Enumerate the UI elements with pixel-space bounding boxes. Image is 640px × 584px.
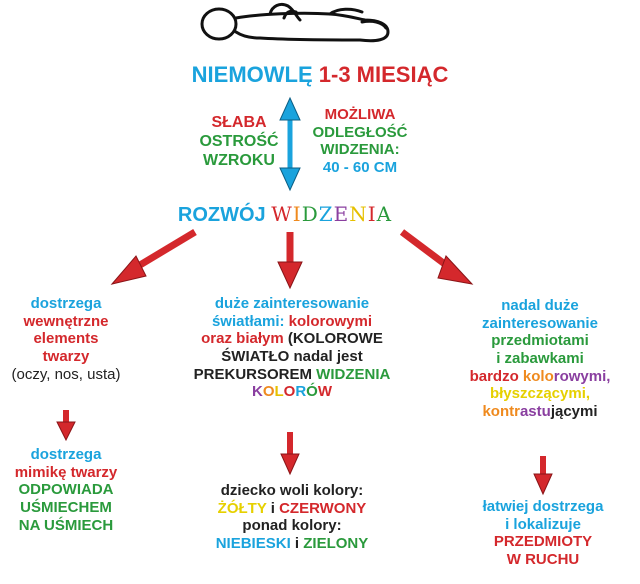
left-next-line: NA UŚMIECH (18, 516, 114, 534)
letter: O (262, 383, 275, 401)
right-next-line: i lokalizuje (505, 515, 581, 533)
letter: R (295, 383, 307, 401)
left-next-line: dostrzega (30, 446, 102, 463)
letter: D (301, 202, 319, 226)
letter: Ó (306, 383, 318, 401)
letter: I (367, 202, 377, 226)
left-branch-line: twarzy (42, 348, 90, 366)
right-line: nadal duże (501, 297, 579, 314)
arrow-down-icon (277, 232, 303, 290)
left-note-line: WZROKU (203, 151, 275, 169)
right-line: przedmiotami (491, 332, 589, 350)
left-branch: dostrzega wewnętrzne elements twarzy (oc… (0, 295, 132, 383)
middle-next-line: ponad kolory: (242, 517, 342, 535)
letter: K (251, 383, 263, 401)
middle-next-line: ŻÓŁTY i CZERWONY (176, 500, 408, 518)
left-branch-next: dostrzega mimikę twarzy ODPOWIADA UŚMIEC… (0, 446, 132, 534)
left-branch-line: elements (33, 330, 99, 348)
letter: W (317, 383, 333, 401)
kolorow-word: KOLORÓW (176, 383, 408, 401)
right-line-part: rowymi, (553, 367, 611, 385)
middle-next-part: i (270, 499, 275, 517)
middle-line: ŚWIATŁO nadal jest (221, 348, 363, 366)
left-note-line: OSTROŚĆ (199, 132, 279, 150)
right-note-line: MOŻLIWA (324, 106, 396, 123)
right-next-line: PRZEDMIOTY (493, 533, 593, 551)
middle-line-part: PREKURSOREM (193, 365, 312, 383)
middle-line-part: WIDZENIA (316, 365, 391, 383)
right-line-part: bardzo (469, 367, 519, 385)
middle-next-part: i (294, 535, 300, 553)
letter: O (283, 383, 296, 401)
letter: W (271, 202, 293, 226)
right-line: błyszczącymi, (489, 385, 591, 403)
middle-line-part: światłami: (211, 312, 289, 330)
right-line-part: jącymi (550, 403, 598, 421)
left-next-line: UŚMIECHEM (20, 499, 112, 517)
right-branch: nadal duże zainteresowanie przedmiotami … (440, 297, 640, 421)
letter: N (349, 202, 368, 226)
title-part1: NIEMOWLĘ (191, 62, 313, 87)
letter: Z (318, 202, 334, 226)
right-line: i zabawkami (496, 350, 584, 368)
left-note-line: SŁABA (211, 114, 267, 131)
right-branch-next: łatwiej dostrzega i lokalizuje PRZEDMIOT… (446, 498, 640, 569)
center-heading-part1: ROZWÓJ (177, 204, 266, 226)
right-note-line: WIDZENIA: (320, 141, 400, 159)
right-line: bardzo kolorowymi, (440, 368, 640, 386)
middle-line-part: kolorowymi (288, 312, 373, 330)
center-heading-part2: WIDZENIA (271, 202, 392, 226)
middle-line: PREKURSOREM WIDZENIA (176, 366, 408, 384)
right-note: MOŻLIWA ODLEGŁOŚĆ WIDZENIA: 40 - 60 CM (300, 106, 420, 177)
middle-line: światłami: kolorowymi (176, 313, 408, 331)
arrow-down-icon (110, 228, 197, 285)
letter: A (376, 202, 393, 226)
middle-line-part: (KOLOROWE (287, 330, 383, 348)
middle-next-part: ZIELONY (303, 535, 369, 553)
arrow-down-icon (399, 229, 474, 285)
middle-next-part: CZERWONY (279, 499, 367, 517)
arrow-down-icon (280, 432, 300, 476)
middle-branch: duże zainteresowanie światłami: kolorowy… (176, 295, 408, 401)
center-heading: ROZWÓJ WIDZENIA (0, 202, 570, 228)
middle-line-part: oraz białym (201, 330, 284, 348)
title-part2: 1-3 MIESIĄC (318, 62, 449, 87)
left-branch-line: (oczy, nos, usta) (11, 365, 121, 383)
middle-next-line: NIEBIESKI i ZIELONY (176, 535, 408, 553)
right-line-part: kontr (482, 403, 520, 421)
right-line: zainteresowanie (482, 314, 598, 332)
left-next-line: mimikę twarzy (14, 463, 118, 481)
right-line-part: kolo (522, 367, 554, 385)
middle-next-line: dziecko woli kolory: (220, 482, 364, 499)
arrow-down-icon (533, 456, 553, 496)
middle-branch-next: dziecko woli kolory: ŻÓŁTY i CZERWONY po… (176, 482, 408, 553)
left-branch-line: wewnętrzne (23, 312, 109, 330)
right-line-part: astu (519, 403, 551, 421)
letter: I (292, 202, 302, 226)
middle-next-part: NIEBIESKI (215, 535, 291, 553)
middle-line: oraz białym (KOLOROWE (176, 330, 408, 348)
page-title: NIEMOWLĘ 1-3 MIESIĄC (0, 62, 640, 88)
right-next-line: łatwiej dostrzega (482, 498, 604, 515)
left-note: SŁABA OSTROŚĆ WZROKU (184, 114, 294, 171)
right-note-line: ODLEGŁOŚĆ (312, 123, 408, 141)
left-branch-line: dostrzega (30, 295, 102, 312)
middle-next-part: ŻÓŁTY (217, 499, 267, 517)
right-next-line: W RUCHU (506, 551, 580, 569)
left-next-line: ODPOWIADA (18, 481, 114, 499)
arrow-down-icon (56, 410, 76, 442)
right-line: kontrastującymi (440, 403, 640, 421)
letter: L (274, 383, 284, 401)
middle-line: duże zainteresowanie (214, 295, 370, 312)
letter: E (333, 202, 350, 226)
right-note-line: 40 - 60 CM (322, 159, 398, 177)
